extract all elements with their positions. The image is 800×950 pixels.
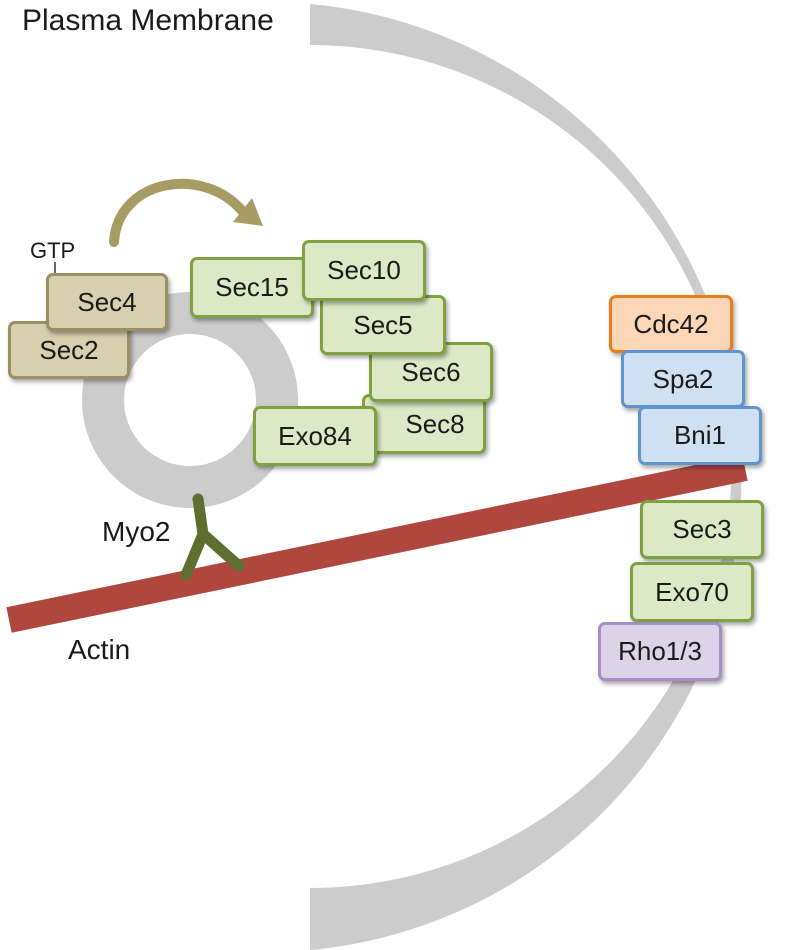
- gtp-label: GTP: [30, 238, 76, 263]
- exo84-box: Exo84: [253, 406, 377, 466]
- plasma-membrane-label: Plasma Membrane: [22, 4, 274, 37]
- curved-arrow: [109, 178, 248, 247]
- sec8-box: Sec8: [362, 394, 486, 454]
- cdc42-box: Cdc42: [609, 295, 733, 353]
- sec5-box: Sec5: [320, 295, 446, 355]
- actin-filament: [6, 455, 748, 633]
- myo2-label: Myo2: [102, 516, 171, 547]
- exo70-box: Exo70: [630, 562, 754, 622]
- spa2-box: Spa2: [621, 350, 745, 408]
- sec3-box: Sec3: [640, 500, 764, 559]
- sec15-box: Sec15: [190, 257, 314, 318]
- actin-label: Actin: [68, 634, 131, 665]
- sec10-box: Sec10: [302, 240, 426, 301]
- bni1-box: Bni1: [638, 406, 762, 465]
- sec4-box: Sec4: [46, 273, 168, 331]
- arrow-head: [233, 198, 263, 226]
- myo2-motor: [180, 493, 245, 581]
- rho13-box: Rho1/3: [598, 622, 722, 681]
